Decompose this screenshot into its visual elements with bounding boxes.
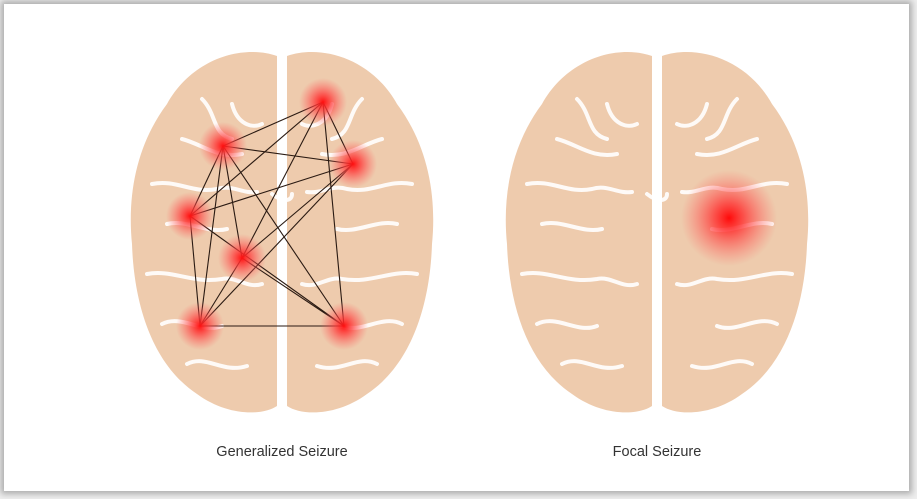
hotspot (329, 140, 377, 188)
generalized-brain-diagram (122, 44, 442, 424)
focal-seizure-panel (497, 44, 817, 424)
focal-seizure-caption: Focal Seizure (497, 444, 817, 460)
hotspot (166, 192, 214, 240)
left-hemisphere (506, 52, 652, 412)
hotspot (299, 78, 347, 126)
hotspot (199, 122, 247, 170)
hotspot (176, 302, 224, 350)
figure-frame: Generalized Seizure (4, 4, 909, 491)
focal-brain-diagram (497, 44, 817, 424)
hotspot (320, 302, 368, 350)
focal-hotspot (681, 170, 777, 266)
generalized-seizure-panel (122, 44, 442, 424)
hotspot (218, 234, 266, 282)
generalized-seizure-caption: Generalized Seizure (122, 444, 442, 460)
